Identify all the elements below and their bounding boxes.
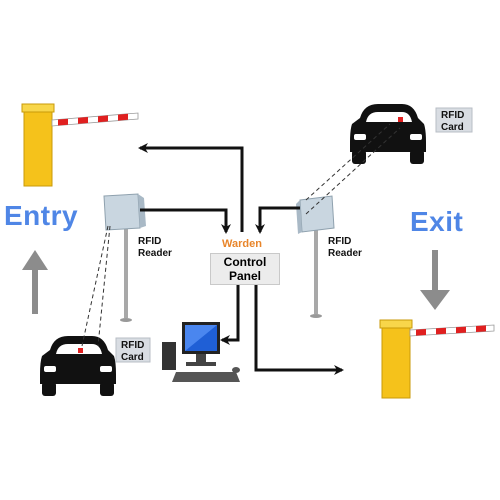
- flow-arrows: [138, 143, 344, 375]
- control-panel-line1: Control: [223, 255, 267, 269]
- rfid-signal-lines: [81, 123, 401, 347]
- entry-car-icon: [40, 336, 116, 396]
- exit-rfid-card-tag: [435, 107, 473, 133]
- computer-icon: [162, 322, 240, 382]
- exit-car-icon: [350, 104, 426, 164]
- control-panel-line2: Panel: [228, 269, 261, 283]
- entry-rfid-reader-label: RFID Reader: [138, 236, 172, 259]
- warden-label: Warden: [222, 238, 262, 250]
- entry-rfid-reader-icon: [103, 193, 146, 322]
- exit-label: Exit: [410, 206, 464, 237]
- exit-rfid-reader-label: RFID Reader: [328, 236, 362, 259]
- exit-rfid-reader-icon: [296, 195, 335, 318]
- arrow-down-icon: [420, 250, 450, 310]
- exit-rfid-card-label: RFID Card: [441, 110, 465, 133]
- entry-label: Entry: [4, 200, 79, 231]
- exit-barrier-gate-icon: [379, 319, 495, 399]
- control-panel-box: Control Panel: [210, 253, 280, 285]
- entry-rfid-card-tag: [115, 337, 151, 363]
- entry-rfid-card-label: RFID Card: [121, 340, 145, 363]
- entry-barrier-gate-icon: [21, 103, 139, 187]
- arrow-up-icon: [22, 250, 48, 314]
